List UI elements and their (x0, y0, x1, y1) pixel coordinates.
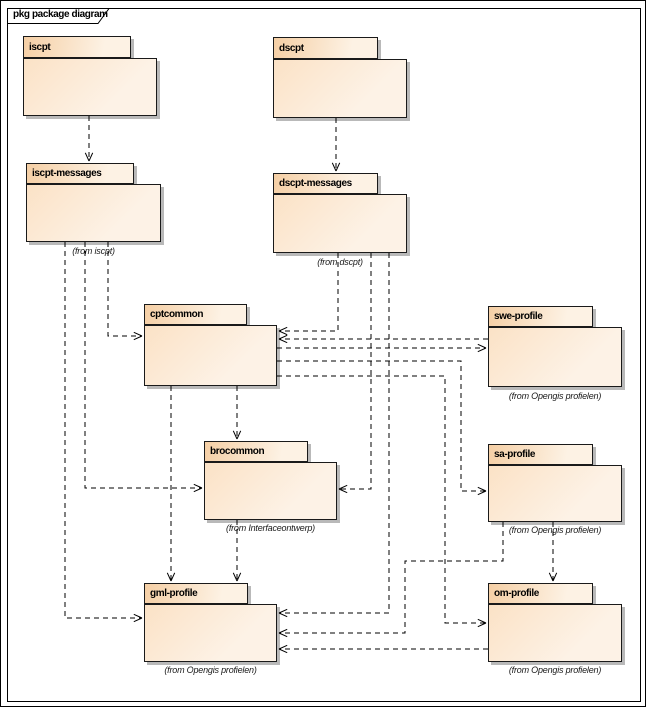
package-caption: (from Opengis profielen) (508, 525, 602, 535)
arrowhead-iscpt_messages-to-gml_profile (133, 613, 143, 619)
package-body (488, 465, 622, 522)
arrowhead-dscpt_messages-to-brocommon (338, 484, 348, 490)
package-label: dscpt (279, 42, 304, 54)
package-tab: dscpt (273, 37, 378, 59)
arrowhead-cptcommon-to-sa_profile (477, 490, 487, 496)
dependency-sa_profile-to-gml_profile[interactable] (279, 522, 504, 634)
arrowhead-cptcommon-to-swe_profile (477, 343, 487, 349)
package-caption: (from dscpt) (317, 257, 363, 267)
package-caption: (from Opengis profielen) (164, 665, 257, 675)
arrowhead-dscpt-to-dscpt_messages (335, 162, 341, 172)
package-body (204, 462, 337, 520)
arrowhead-dscpt_messages-to-cptcommon (278, 330, 288, 336)
arrowhead-sa_profile-to-om_profile (548, 572, 554, 582)
package-label: cptcommon (150, 309, 204, 320)
arrowhead-swe_profile-to-cptcommon (278, 338, 288, 344)
dependency-iscpt_messages-to-cptcommon[interactable] (107, 242, 142, 337)
arrowhead-dscpt_messages-to-gml_profile (278, 608, 288, 614)
arrowhead-iscpt_messages-to-brocommon (193, 487, 203, 493)
package-body (488, 327, 622, 387)
package-caption: (from iscpt) (72, 246, 115, 256)
package-tab: iscpt-messages (26, 163, 134, 184)
arrowhead-cptcommon-to-sa_profile (477, 486, 487, 492)
arrowhead-cptcommon-to-gml_profile (170, 572, 176, 582)
frame-title: pkg package diagram (13, 9, 108, 20)
arrowhead-cptcommon-to-swe_profile (477, 347, 487, 353)
package-caption: (from Opengis profielen) (508, 665, 602, 675)
package-label: dscpt-messages (279, 178, 352, 189)
arrowhead-dscpt_messages-to-cptcommon (278, 326, 288, 332)
arrowhead-iscpt-to-iscpt_messages (88, 152, 94, 162)
arrowhead-cptcommon-to-brocommon (232, 430, 238, 440)
package-tab: om-profile (488, 583, 593, 604)
arrowhead-cptcommon-to-om_profile (477, 622, 487, 628)
package-caption: (from Opengis profielen) (508, 391, 602, 401)
package-body (26, 184, 161, 242)
arrowhead-brocommon-to-gml_profile (232, 572, 238, 582)
package-tab: iscpt (23, 36, 131, 58)
dependency-iscpt_messages-to-gml_profile[interactable] (64, 242, 142, 619)
package-label: brocommon (210, 446, 265, 457)
package-tab: swe-profile (488, 306, 593, 327)
package-label: om-profile (494, 588, 539, 599)
arrowhead-om_profile-to-gml_profile (278, 648, 288, 654)
arrowhead-dscpt_messages-to-brocommon (338, 488, 348, 494)
package-label: sa-profile (494, 449, 536, 460)
arrowhead-sa_profile-to-om_profile (552, 572, 558, 582)
package-label: iscpt-messages (32, 168, 102, 179)
package-label: swe-profile (494, 311, 543, 322)
package-tab: cptcommon (144, 304, 247, 325)
arrowhead-iscpt_messages-to-cptcommon (133, 335, 143, 341)
arrowhead-dscpt_messages-to-gml_profile (278, 612, 288, 618)
package-caption: (from Interfaceontwerp) (226, 523, 315, 533)
package-body (144, 325, 277, 386)
package-body (144, 604, 277, 662)
arrowhead-iscpt_messages-to-cptcommon (133, 331, 143, 337)
package-tab: brocommon (204, 441, 308, 462)
package-body (23, 58, 157, 116)
package-label: gml-profile (150, 588, 198, 599)
package-label: iscpt (29, 41, 51, 53)
arrowhead-sa_profile-to-gml_profile (278, 628, 288, 634)
dependency-dscpt_messages-to-gml_profile[interactable] (279, 253, 390, 614)
arrowhead-cptcommon-to-brocommon (236, 430, 242, 440)
arrowhead-dscpt-to-dscpt_messages (331, 162, 337, 172)
arrowhead-brocommon-to-gml_profile (236, 572, 242, 582)
arrowhead-om_profile-to-gml_profile (278, 644, 288, 650)
arrowhead-swe_profile-to-cptcommon (278, 334, 288, 340)
package-tab: dscpt-messages (273, 173, 378, 194)
arrowhead-iscpt_messages-to-brocommon (193, 483, 203, 489)
arrowhead-iscpt_messages-to-gml_profile (133, 617, 143, 623)
package-tab: sa-profile (488, 444, 593, 465)
package-tab: gml-profile (144, 583, 248, 604)
arrowhead-iscpt-to-iscpt_messages (84, 152, 90, 162)
arrowhead-cptcommon-to-gml_profile (166, 572, 172, 582)
package-body (273, 194, 407, 253)
arrowhead-sa_profile-to-gml_profile (278, 632, 288, 638)
package-body (273, 59, 407, 118)
arrowhead-cptcommon-to-om_profile (477, 618, 487, 624)
dependency-dscpt_messages-to-brocommon[interactable] (339, 253, 372, 490)
package-body (488, 604, 622, 662)
